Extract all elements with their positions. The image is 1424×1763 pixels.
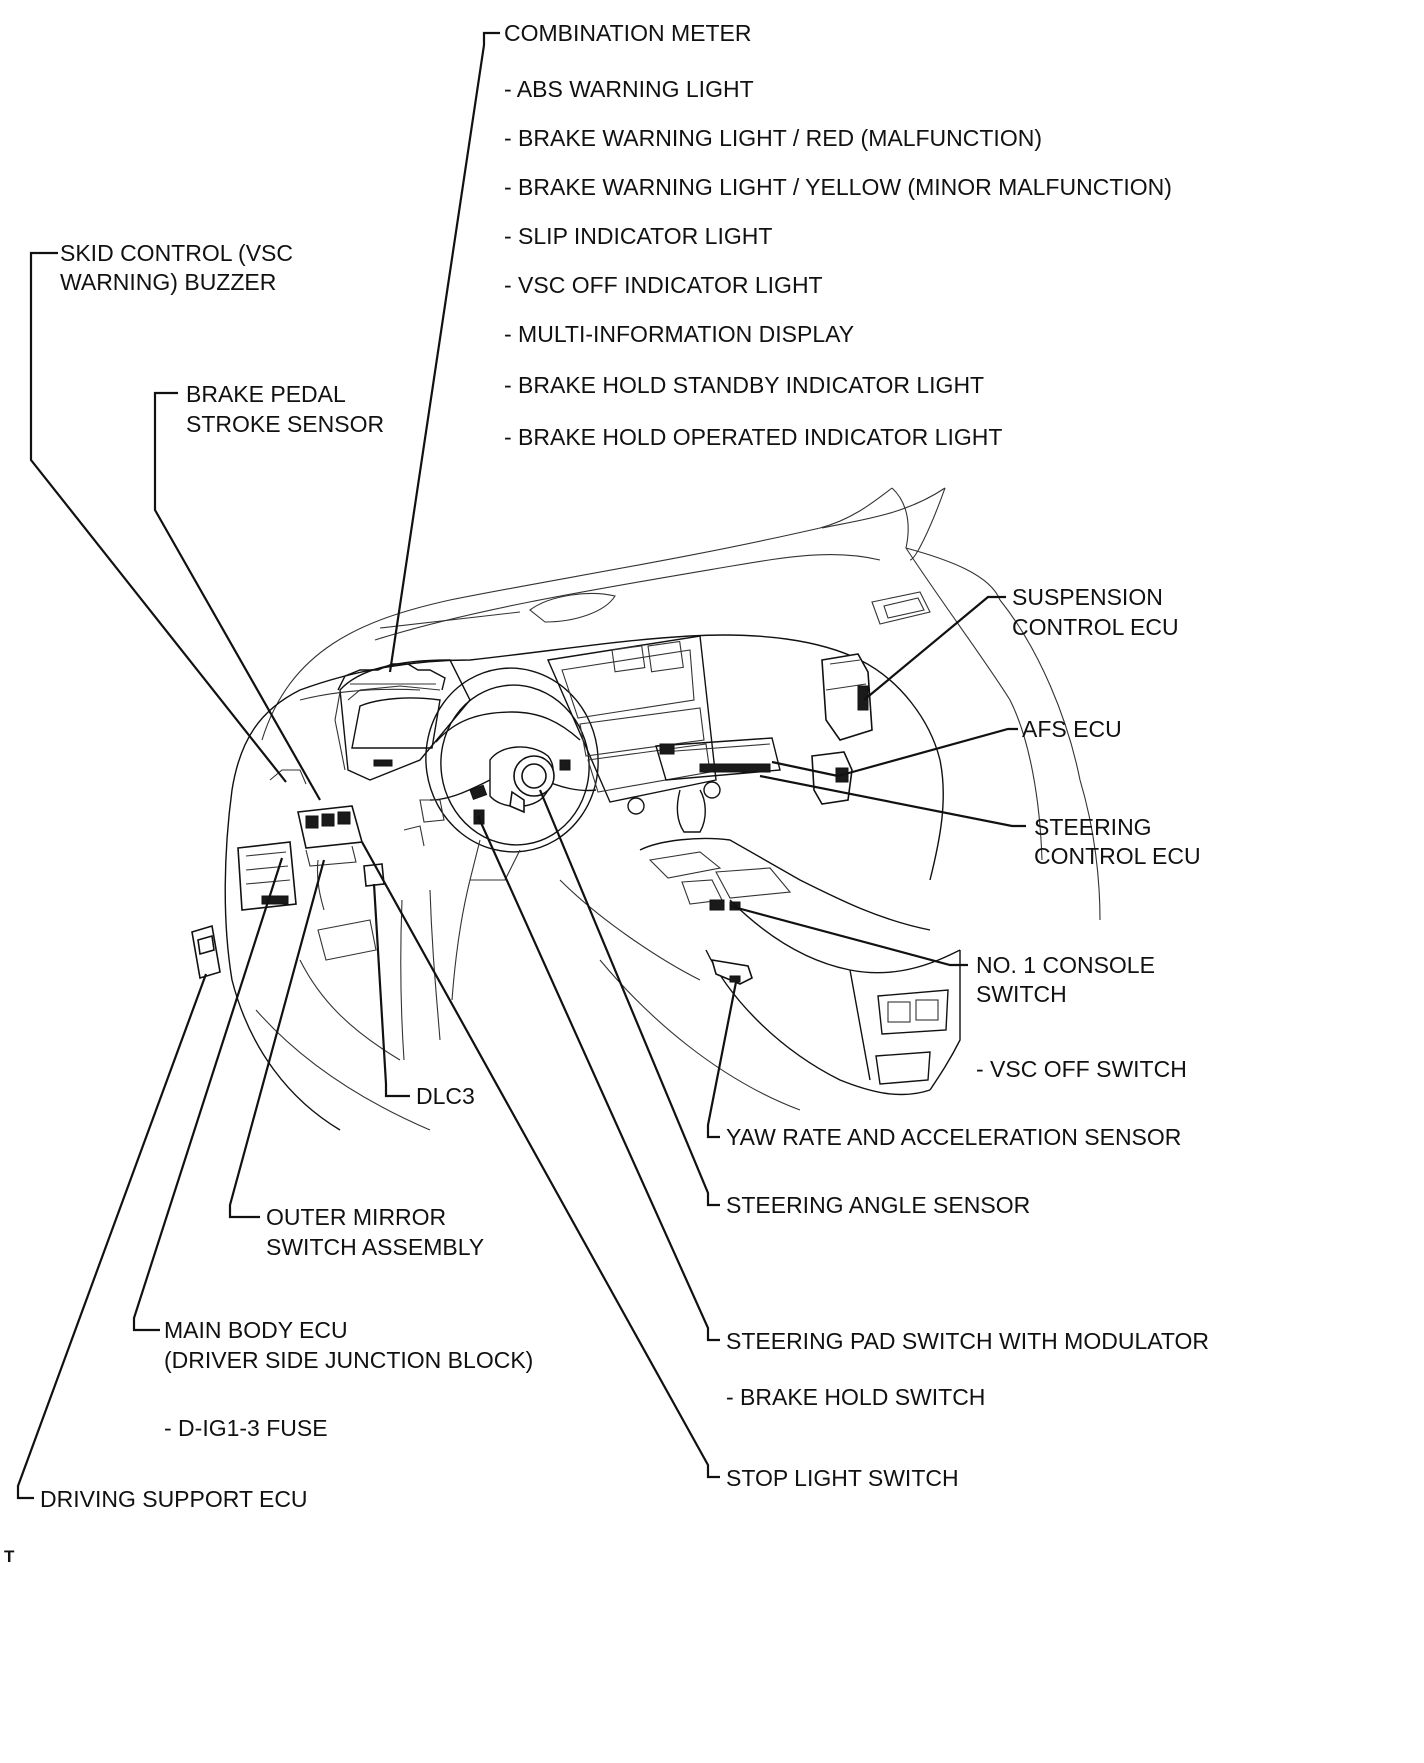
- meter-item: - MULTI-INFORMATION DISPLAY: [504, 321, 854, 347]
- label-main-body-ecu: MAIN BODY ECU: [164, 1317, 348, 1343]
- label-afs-ecu: AFS ECU: [1022, 716, 1122, 742]
- labels: COMBINATION METER - ABS WARNING LIGHT - …: [4, 20, 1209, 1566]
- label-steering-control-ecu: STEERING: [1034, 814, 1152, 840]
- afs-ecu-leader: [837, 727, 1018, 778]
- dlc3-leader: [372, 883, 410, 1098]
- combination-meter-leader: [388, 31, 500, 673]
- label-outer-mirror-switch: OUTER MIRROR: [266, 1204, 446, 1230]
- steering-pad-leader: [476, 815, 720, 1342]
- label-d-ig1-3-fuse: - D-IG1-3 FUSE: [164, 1415, 328, 1441]
- label-no1-console-switch-line2: SWITCH: [976, 981, 1067, 1007]
- label-stop-light-switch: STOP LIGHT SWITCH: [726, 1465, 959, 1491]
- label-brake-hold-switch: - BRAKE HOLD SWITCH: [726, 1384, 985, 1410]
- steering-angle-leader: [538, 789, 720, 1207]
- label-steering-angle-sensor: STEERING ANGLE SENSOR: [726, 1192, 1030, 1218]
- meter-item: - BRAKE HOLD STANDBY INDICATOR LIGHT: [504, 372, 984, 398]
- label-brake-pedal-stroke-sensor: BRAKE PEDAL: [186, 381, 346, 407]
- stop-light-leader: [361, 841, 720, 1479]
- leader-lines: [16, 31, 1026, 1500]
- meter-item: - VSC OFF INDICATOR LIGHT: [504, 272, 823, 298]
- skid-buzzer-leader: [29, 251, 287, 783]
- component-location-diagram: COMBINATION METER - ABS WARNING LIGHT - …: [4, 20, 1209, 1566]
- label-suspension-control-ecu-line2: CONTROL ECU: [1012, 614, 1179, 640]
- label-no1-console-switch: NO. 1 CONSOLE: [976, 952, 1155, 978]
- label-skid-control-buzzer: SKID CONTROL (VSC: [60, 240, 293, 266]
- yaw-sensor-leader: [706, 981, 738, 1139]
- outer-mirror-leader: [228, 859, 326, 1219]
- combination-meter-items: - ABS WARNING LIGHT - BRAKE WARNING LIGH…: [504, 76, 1172, 450]
- corner-mark: T: [4, 1547, 15, 1566]
- meter-item: - BRAKE HOLD OPERATED INDICATOR LIGHT: [504, 424, 1002, 450]
- meter-item: - SLIP INDICATOR LIGHT: [504, 223, 772, 249]
- label-dlc3: DLC3: [416, 1083, 475, 1109]
- suspension-ecu-leader: [863, 595, 1006, 701]
- label-brake-pedal-stroke-sensor-line2: STROKE SENSOR: [186, 411, 384, 437]
- label-vsc-off-switch: - VSC OFF SWITCH: [976, 1056, 1187, 1082]
- brake-pedal-sensor-leader: [153, 391, 321, 801]
- label-skid-control-buzzer-line2: WARNING) BUZZER: [60, 269, 276, 295]
- meter-item: - BRAKE WARNING LIGHT / RED (MALFUNCTION…: [504, 125, 1042, 151]
- label-yaw-rate-sensor: YAW RATE AND ACCELERATION SENSOR: [726, 1124, 1181, 1150]
- label-outer-mirror-switch-line2: SWITCH ASSEMBLY: [266, 1234, 484, 1260]
- steering-ecu-leader: [759, 774, 1026, 828]
- meter-item: - ABS WARNING LIGHT: [504, 76, 754, 102]
- console-switch-leader: [729, 904, 968, 967]
- label-steering-control-ecu-line2: CONTROL ECU: [1034, 843, 1201, 869]
- label-combination-meter: COMBINATION METER: [504, 20, 751, 46]
- main-body-ecu-leader: [132, 857, 284, 1332]
- driving-support-leader: [16, 973, 208, 1500]
- label-steering-pad-switch: STEERING PAD SWITCH WITH MODULATOR: [726, 1328, 1209, 1354]
- label-driving-support-ecu: DRIVING SUPPORT ECU: [40, 1486, 308, 1512]
- meter-item: - BRAKE WARNING LIGHT / YELLOW (MINOR MA…: [504, 174, 1172, 200]
- label-main-body-ecu-line2: (DRIVER SIDE JUNCTION BLOCK): [164, 1347, 533, 1373]
- label-suspension-control-ecu: SUSPENSION: [1012, 584, 1163, 610]
- dashboard-illustration: [191, 487, 1101, 1131]
- afs-ecu-leader-2: [771, 760, 839, 778]
